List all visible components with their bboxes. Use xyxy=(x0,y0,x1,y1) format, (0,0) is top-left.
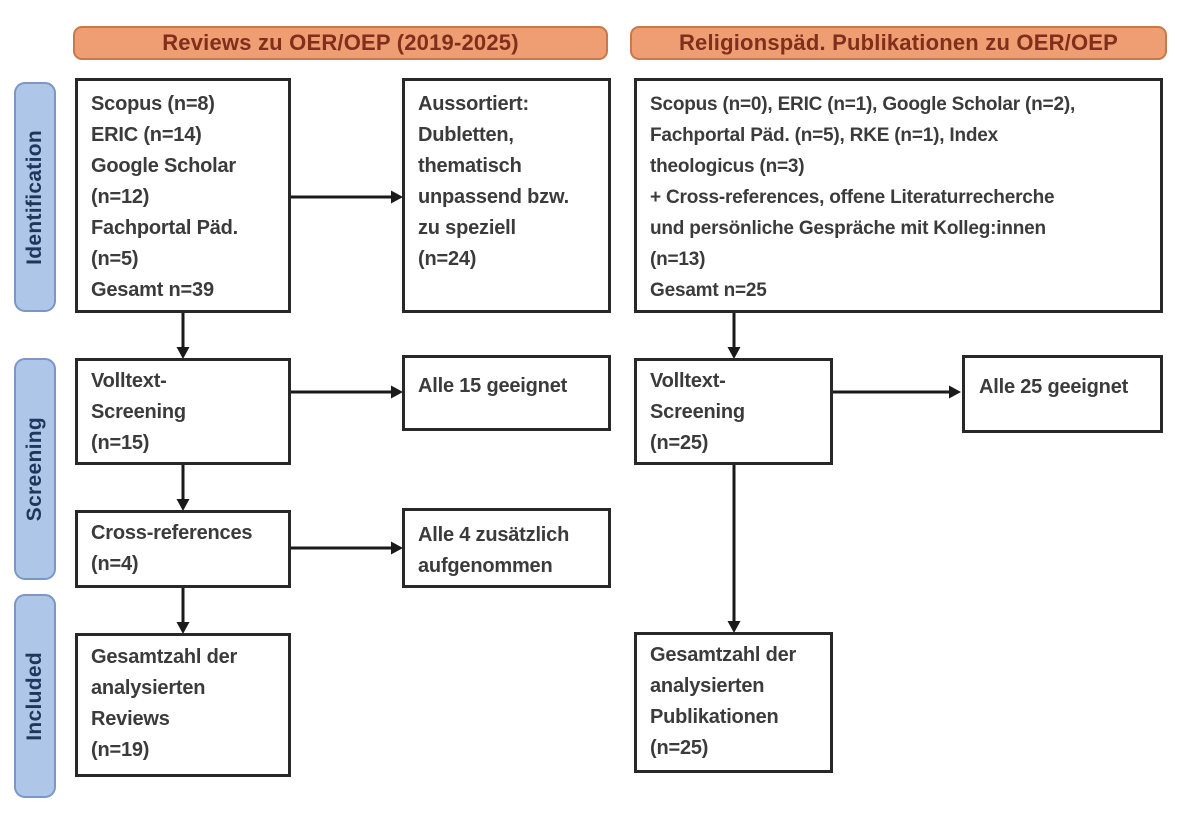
stage-label-screening-text: Screening xyxy=(23,416,46,522)
box-left-excluded: Aussortiert: Dubletten, thematisch unpas… xyxy=(402,78,611,313)
arrow-left-crossref-to-result xyxy=(291,541,403,555)
box-right-fulltext-result: Alle 25 geeignet xyxy=(962,355,1163,433)
stage-label-identification: Identification xyxy=(14,82,56,312)
arrow-left-crossref-to-total xyxy=(176,588,190,634)
box-left-fulltext-screening: Volltext- Screening (n=15) xyxy=(75,358,291,465)
stage-label-screening: Screening xyxy=(14,358,56,580)
stage-label-included-text: Included xyxy=(23,651,46,741)
box-left-cross-references-result: Alle 4 zusätzlich aufgenommen xyxy=(402,508,611,588)
box-left-included-total: Gesamtzahl der analysierten Reviews (n=1… xyxy=(75,633,291,777)
arrow-right-fulltext-to-total xyxy=(727,465,741,633)
arrow-left-sources-to-fulltext xyxy=(176,313,190,359)
stage-label-included: Included xyxy=(14,594,56,798)
header-publications-column: Religionspäd. Publikationen zu OER/OEP xyxy=(630,26,1167,60)
arrow-left-sources-to-excluded xyxy=(291,190,403,204)
arrow-left-fulltext-to-result xyxy=(291,385,403,399)
box-right-sources: Scopus (n=0), ERIC (n=1), Google Scholar… xyxy=(634,78,1163,313)
arrow-left-fulltext-to-crossref xyxy=(176,465,190,511)
box-right-fulltext-screening: Volltext- Screening (n=25) xyxy=(634,358,833,465)
box-left-fulltext-result: Alle 15 geeignet xyxy=(402,355,611,431)
arrow-right-sources-to-fulltext xyxy=(727,313,741,359)
box-left-sources: Scopus (n=8) ERIC (n=14) Google Scholar … xyxy=(75,78,291,313)
box-left-cross-references: Cross-references (n=4) xyxy=(75,510,291,588)
arrow-right-fulltext-to-result xyxy=(833,385,961,399)
header-reviews-column: Reviews zu OER/OEP (2019-2025) xyxy=(73,26,608,60)
stage-label-identification-text: Identification xyxy=(23,129,46,265)
box-right-included-total: Gesamtzahl der analysierten Publikatione… xyxy=(634,632,833,773)
